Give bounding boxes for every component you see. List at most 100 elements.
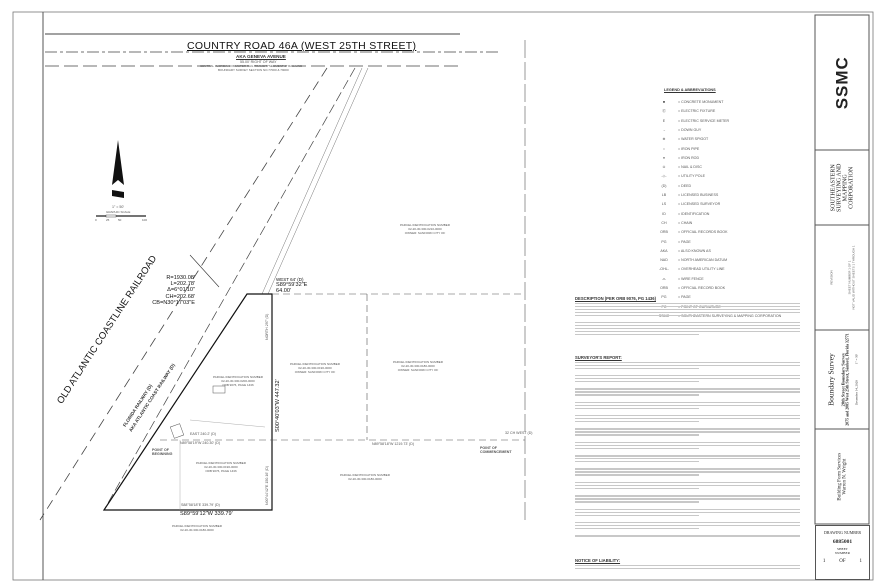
- surveyors-report: SURVEYOR'S REPORT:: [575, 355, 800, 538]
- north-arrow-icon: [112, 140, 124, 185]
- project-date: December 14, 2020: [854, 380, 858, 406]
- logo-section: SSMC: [816, 16, 869, 150]
- legend: LEGEND & ABBREVIATIONS ■= CONCRETE MONUM…: [650, 88, 810, 323]
- parcel-extra: ORB 9076, PAGE 1436: [205, 469, 237, 473]
- concrete-pad: [212, 385, 226, 394]
- legend-symbol: ORB: [660, 286, 668, 290]
- note-text-line: [575, 391, 800, 393]
- company-section: SOUTHEASTERN SURVEYING AND MAPPING CORPO…: [815, 149, 869, 225]
- legend-symbol: -OHL-: [659, 267, 669, 272]
- legend-item: NAD= NORTH AMERICAN DATUM: [650, 258, 727, 262]
- rail-track: [261, 67, 363, 295]
- legend-text: = IRON PIPE: [678, 146, 700, 151]
- graphic-scale-segment: [105, 214, 117, 218]
- parcel-id: 02-20-30-300-0210-0000: [408, 227, 442, 231]
- note-text-line: [575, 431, 800, 433]
- east-line-bearing: S00°40'03"W 447.32': [275, 379, 281, 432]
- rail-track: [267, 67, 369, 295]
- legend-text: = NAIL & DISC: [678, 165, 702, 170]
- east-record: NORTH 297' (D): [265, 313, 269, 340]
- note-text-line: [575, 501, 699, 503]
- legend-item: CH= CHAIN: [650, 221, 692, 225]
- note-text-line: [575, 564, 800, 566]
- sheet-number: 1: [822, 559, 826, 564]
- note-text-line: [575, 367, 699, 369]
- parcel-title: PARCEL IDENTIFICATION NUMBER: [213, 375, 263, 379]
- legend-item: PG= PAGE: [650, 240, 690, 244]
- legend-text: = OFFICIAL RECORDS BOOK: [678, 230, 728, 235]
- note-text-line: [575, 324, 800, 327]
- legend-item: ORB= OFFICIAL RECORD BOOK: [650, 286, 725, 290]
- railroad-row-line: [103, 67, 356, 511]
- legend-symbol: ⊕: [662, 137, 666, 142]
- note-text-line: [575, 421, 699, 423]
- note-text-line: [575, 461, 699, 463]
- note-text-line: [575, 308, 800, 310]
- point-of-commencement: POINT OF COMMENCEMENT: [480, 446, 512, 454]
- note-text-line: [575, 471, 800, 473]
- curve-length: L=202.78': [170, 281, 195, 288]
- legend-item: ●= IRON ROD: [650, 156, 699, 160]
- legend-symbol: LB: [661, 193, 667, 197]
- legend-item: LB= LICENSED BUSINESS: [650, 193, 718, 197]
- legend-text: = UTILITY POLE: [678, 174, 705, 179]
- note-text-line: [575, 524, 800, 527]
- curve-chord: CH=202.68': [165, 293, 195, 300]
- note-text-line: [575, 487, 699, 490]
- note-text-line: [575, 455, 800, 457]
- parcel-extra: ORB 9076, PAGE 1436: [222, 383, 254, 387]
- drawing-number: 6885001: [832, 539, 853, 545]
- road-row: 55.00' RIGHT OF WAY: [240, 60, 277, 64]
- note-text-line: [575, 374, 800, 377]
- legend-item: ■= CONCRETE MONUMENT: [650, 100, 724, 104]
- legend-text: = SOUTHEASTERN SURVEYING & MAPPING CORPO…: [678, 313, 782, 318]
- note-text-line: [575, 444, 800, 447]
- east-lower-bearing: N00°44'42"E 150.16' (D): [265, 465, 269, 505]
- legend-title: LEGEND & ABBREVIATIONS: [664, 88, 716, 92]
- legend-item: (D)= DEED: [650, 184, 692, 188]
- note-text-line: [575, 441, 800, 444]
- scale-tick: 100: [142, 218, 148, 222]
- note-text-line: [575, 327, 800, 330]
- note-text-line: [575, 468, 800, 470]
- note-text-line: [575, 495, 800, 497]
- liability-title: NOTICE OF LIABILITY:: [575, 558, 621, 563]
- note-text-line: [575, 508, 800, 510]
- legend-text: = CONCRETE MONUMENT: [678, 100, 724, 104]
- note-text-line: [575, 333, 699, 336]
- note-text-line: [575, 447, 699, 450]
- curve-chord-bearing: CB=N30°17'03"E: [152, 299, 195, 306]
- inner-bearing: N89°58'19"W 240.30' (D): [180, 441, 221, 445]
- parcel-id: 02-20-30-300-0180-0000: [180, 528, 214, 532]
- note-text-line: [575, 474, 699, 476]
- long-record: N89°58'18"W 1219.73' (D): [372, 442, 415, 446]
- note-text-line: [575, 514, 699, 516]
- legend-symbol: CH: [661, 220, 667, 225]
- sheet-border: [12, 11, 874, 581]
- curve-leader: [189, 254, 220, 288]
- rail-note: CENTRAL FLORIDA COMMUTER RAIL TRANSIT "S…: [200, 64, 303, 68]
- scale-ratio: 1" = 50': [112, 205, 125, 209]
- note-text-line: [575, 418, 800, 420]
- fence-line: [189, 419, 266, 428]
- survey-type: Boundary Survey: [826, 353, 835, 406]
- parcel-id: 02-20-30-300-0190-0000: [298, 366, 332, 370]
- revision-section: REVISION SHEET NUMBER 1 OF 1 NOT VALID W…: [815, 224, 869, 330]
- legend-symbol: Ⓔ: [662, 109, 666, 114]
- note-text-line: [575, 305, 800, 307]
- legend-item: ⊕= WATER SPIGOT: [650, 137, 708, 141]
- note-text-line: [575, 428, 800, 430]
- drawing-number-box: DRAWING NUMBER 6885001 SHEET NUMBER 1 OF…: [815, 525, 870, 580]
- legend-text: = PAGE: [678, 295, 691, 300]
- liability-notice: NOTICE OF LIABILITY:: [575, 558, 800, 571]
- client-contact: Warren N. Wright: [842, 458, 847, 495]
- inner-east: EAST 240.2' (D): [190, 432, 216, 436]
- legend-text: = LICENSED SURVEYOR: [678, 202, 721, 207]
- legend-text: = ELECTRIC SERVICE METER: [678, 118, 730, 123]
- note-text-line: [575, 361, 800, 363]
- legend-symbol: LS: [661, 202, 667, 207]
- parcel-title: PARCEL IDENTIFICATION NUMBER: [400, 223, 450, 227]
- parcel-extra: OWNER: SANFORD CITY OF: [397, 368, 439, 372]
